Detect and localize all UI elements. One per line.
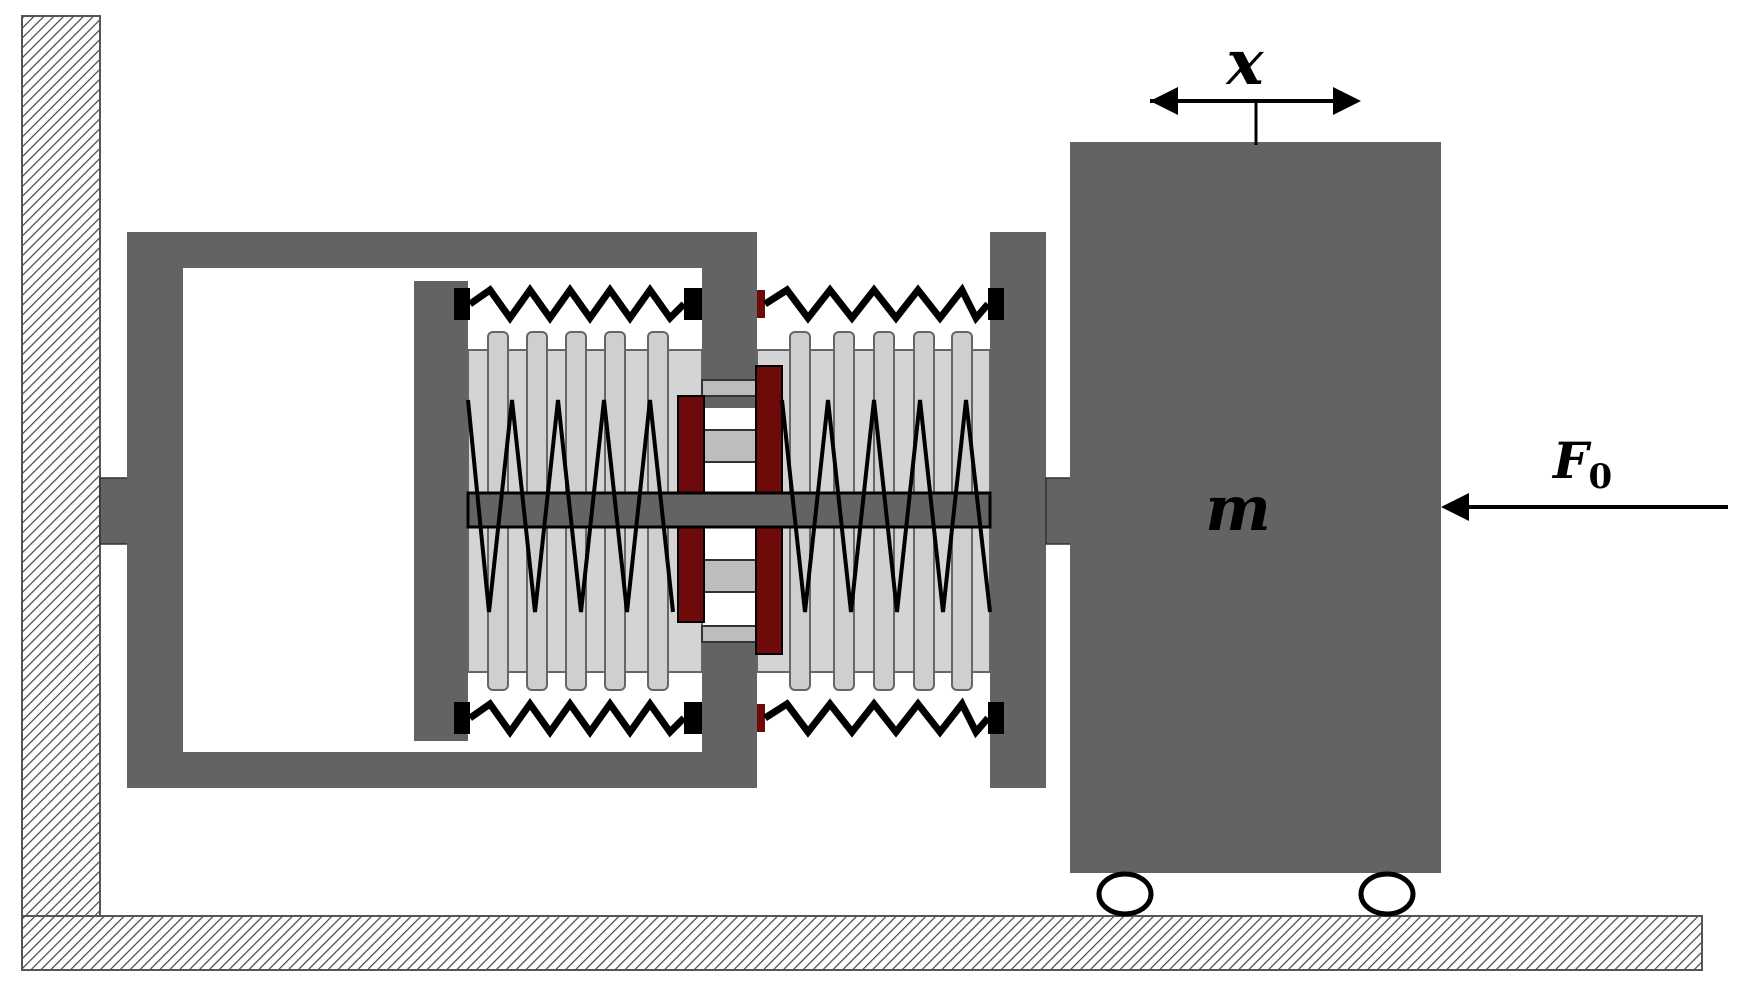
force-subscript: 0: [1589, 457, 1613, 497]
force-label: F0: [1551, 431, 1612, 497]
force-symbol: F: [1551, 431, 1592, 490]
inner-left-plate: [414, 281, 468, 741]
wall-connector: [99, 477, 129, 545]
zigzag-spring-bottom-right: [763, 697, 991, 739]
displacement-arrow: [1150, 87, 1361, 145]
force-arrow: [1441, 493, 1728, 521]
mass-connector: [1045, 477, 1073, 545]
ground: [21, 915, 1703, 971]
mass-label: m: [1205, 472, 1271, 545]
zigzag-spring-top-left: [467, 283, 687, 325]
right-plate: [990, 232, 1046, 788]
coil-spring-left: [466, 399, 675, 613]
fixed-wall: [21, 15, 101, 917]
displacement-label: x: [1225, 26, 1265, 99]
central-rod: [466, 491, 992, 529]
mass-block: [1070, 142, 1441, 873]
coil-spring-right: [780, 399, 992, 613]
wheel-left: [1096, 871, 1154, 917]
zigzag-spring-bottom-left: [467, 697, 687, 739]
zigzag-spring-top-right: [763, 283, 991, 325]
spring-end-caps: [454, 288, 1004, 734]
wheel-right: [1358, 871, 1416, 917]
outer-frame: [127, 232, 757, 788]
